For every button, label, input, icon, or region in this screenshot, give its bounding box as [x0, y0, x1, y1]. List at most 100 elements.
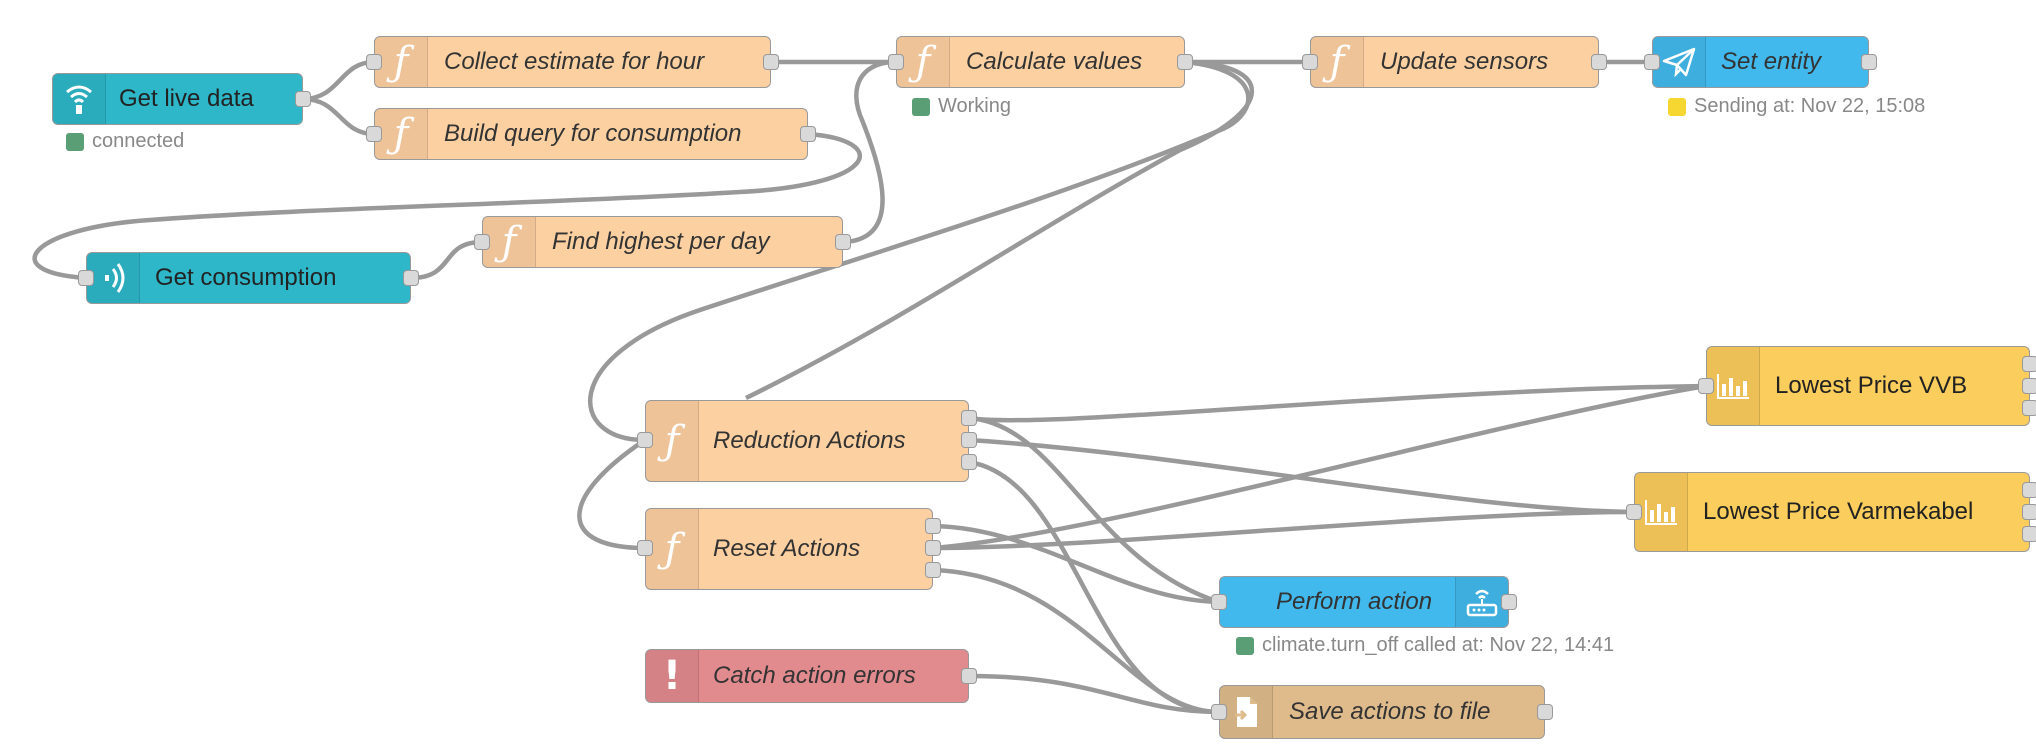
output-port[interactable] — [763, 54, 779, 70]
node-get-live-data[interactable]: Get live data — [52, 73, 303, 125]
wire-find-to-calculate[interactable] — [842, 59, 897, 245]
input-port[interactable] — [637, 540, 653, 556]
input-port[interactable] — [1211, 594, 1227, 610]
output-port[interactable] — [1861, 54, 1877, 70]
status-dot — [912, 97, 930, 116]
node-reduction-actions[interactable]: ƒ Reduction Actions — [645, 400, 969, 482]
output-port-1[interactable] — [2022, 356, 2036, 372]
node-build-query[interactable]: ƒ Build query for consumption — [374, 108, 808, 160]
input-port[interactable] — [1698, 378, 1714, 394]
node-catch-errors[interactable]: ! Catch action errors — [645, 649, 969, 703]
router-icon — [1455, 577, 1508, 627]
wire-reduction2-to-varmekabel[interactable] — [968, 437, 1635, 515]
wire-catch-to-save[interactable] — [968, 673, 1220, 715]
output-port-2[interactable] — [925, 540, 941, 556]
input-port[interactable] — [366, 126, 382, 142]
wire-reset1-to-perform[interactable] — [932, 523, 1220, 605]
status-dot — [66, 132, 84, 151]
node-label: Build query for consumption — [444, 120, 742, 147]
function-icon: ƒ — [375, 37, 428, 87]
bar-chart-icon — [1635, 473, 1688, 551]
output-port-2[interactable] — [2022, 378, 2036, 394]
node-label: Reset Actions — [713, 535, 861, 562]
wire-reduction1-to-vvb[interactable] — [968, 383, 1707, 423]
output-port-3[interactable] — [2022, 400, 2036, 416]
input-port[interactable] — [78, 270, 94, 286]
node-label: Lowest Price Varmekabel — [1703, 498, 1974, 525]
node-find-highest[interactable]: ƒ Find highest per day — [482, 216, 843, 268]
wire-getconsumption-to-find[interactable] — [410, 239, 483, 281]
wire-reset2-to-vvb[interactable] — [932, 383, 1707, 551]
output-port-2[interactable] — [961, 432, 977, 448]
status-text: connected — [92, 130, 185, 152]
node-perform-action[interactable]: Perform action — [1219, 576, 1509, 628]
input-port[interactable] — [1626, 504, 1642, 520]
input-port[interactable] — [888, 54, 904, 70]
node-label: Save actions to file — [1289, 698, 1491, 725]
node-label: Get live data — [119, 85, 254, 112]
status-working: Working — [912, 95, 1011, 118]
input-port[interactable] — [474, 234, 490, 250]
wire-live-to-collect[interactable] — [302, 59, 375, 102]
status-dot — [1668, 97, 1686, 116]
function-icon: ƒ — [375, 109, 428, 159]
node-lowest-price-varmekabel[interactable]: Lowest Price Varmekabel — [1634, 472, 2030, 552]
node-label: Set entity — [1721, 48, 1822, 75]
output-port[interactable] — [1537, 704, 1553, 720]
output-port-3[interactable] — [925, 562, 941, 578]
output-port[interactable] — [835, 234, 851, 250]
node-label: Perform action — [1276, 588, 1433, 615]
node-calculate-values[interactable]: ƒ Calculate values — [896, 36, 1185, 88]
node-set-entity[interactable]: Set entity — [1652, 36, 1869, 88]
node-get-consumption[interactable]: Get consumption — [86, 252, 411, 304]
node-label: Collect estimate for hour — [444, 48, 705, 75]
input-port[interactable] — [1302, 54, 1318, 70]
input-port[interactable] — [637, 432, 653, 448]
input-port[interactable] — [1644, 54, 1660, 70]
node-label: Update sensors — [1380, 48, 1549, 75]
node-save-actions[interactable]: Save actions to file — [1219, 685, 1545, 739]
status-sending: Sending at: Nov 22, 15:08 — [1668, 95, 1925, 118]
paper-plane-icon — [1653, 37, 1706, 87]
output-port-1[interactable] — [925, 518, 941, 534]
status-text: Sending at: Nov 22, 15:08 — [1694, 95, 1926, 117]
wire-calculate-to-reset[interactable] — [745, 59, 1255, 401]
function-icon: ƒ — [897, 37, 950, 87]
output-port-3[interactable] — [961, 454, 977, 470]
node-lowest-price-vvb[interactable]: Lowest Price VVB — [1706, 346, 2030, 426]
output-port[interactable] — [961, 668, 977, 684]
wire-build-to-getconsumption[interactable] — [32, 131, 863, 281]
output-port-2[interactable] — [2022, 504, 2036, 520]
input-port[interactable] — [366, 54, 382, 70]
node-collect-estimate[interactable]: ƒ Collect estimate for hour — [374, 36, 771, 88]
wire-live-to-build[interactable] — [302, 96, 375, 137]
broadcast-icon — [53, 74, 106, 124]
output-port[interactable] — [403, 270, 419, 286]
node-label: Get consumption — [155, 264, 337, 291]
node-label: Calculate values — [966, 48, 1143, 75]
status-dot — [1236, 636, 1254, 655]
wire-reduction1-to-perform[interactable] — [968, 415, 1220, 605]
node-label: Reduction Actions — [713, 427, 906, 454]
input-port[interactable] — [1211, 704, 1227, 720]
function-icon: ƒ — [483, 217, 536, 267]
node-update-sensors[interactable]: ƒ Update sensors — [1310, 36, 1599, 88]
output-port[interactable] — [1591, 54, 1607, 70]
node-reset-actions[interactable]: ƒ Reset Actions — [645, 508, 933, 590]
output-port[interactable] — [1177, 54, 1193, 70]
status-text: climate.turn_off called at: Nov 22, 14:4… — [1262, 634, 1615, 656]
wire-reset2-to-varmekabel[interactable] — [932, 509, 1635, 551]
wire-reset3-to-save[interactable] — [932, 567, 1220, 715]
output-port[interactable] — [800, 126, 816, 142]
output-port-1[interactable] — [2022, 482, 2036, 498]
node-label: Catch action errors — [713, 662, 916, 689]
wire-reset-loop[interactable] — [577, 438, 647, 551]
status-climate-called: climate.turn_off called at: Nov 22, 14:4… — [1236, 634, 1614, 657]
output-port[interactable] — [1501, 594, 1517, 610]
output-port[interactable] — [295, 91, 311, 107]
output-port-3[interactable] — [2022, 526, 2036, 542]
exclamation-icon: ! — [646, 650, 699, 702]
output-port-1[interactable] — [961, 410, 977, 426]
